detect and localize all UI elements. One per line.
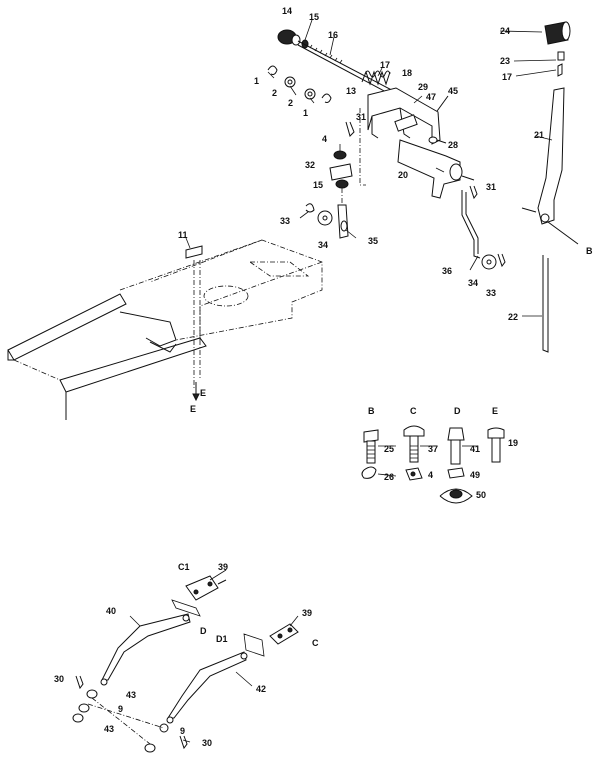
label-40: 40 bbox=[106, 606, 116, 616]
label-34: 34 bbox=[468, 278, 478, 288]
label-25: 25 bbox=[384, 444, 394, 454]
label-2: 2 bbox=[272, 88, 277, 98]
label-23: 23 bbox=[500, 56, 510, 66]
label-32: 32 bbox=[305, 160, 315, 170]
leader-lines bbox=[129, 19, 557, 743]
label-18: 18 bbox=[402, 68, 412, 78]
label-21: 21 bbox=[534, 130, 544, 140]
label-17: 17 bbox=[380, 60, 390, 70]
legend-header-B: B bbox=[368, 406, 375, 416]
label-1: 1 bbox=[254, 76, 259, 86]
label-2: 2 bbox=[288, 98, 293, 108]
label-B: B bbox=[586, 246, 593, 256]
label-20: 20 bbox=[398, 170, 408, 180]
label-C1: C1 bbox=[178, 562, 190, 572]
tractor-frame bbox=[7, 239, 323, 420]
label-15: 15 bbox=[313, 180, 323, 190]
pivot-stack bbox=[305, 150, 506, 270]
label-D1: D1 bbox=[216, 634, 228, 644]
legend-header-D: D bbox=[454, 406, 461, 416]
label-31: 31 bbox=[356, 112, 366, 122]
label-17: 17 bbox=[502, 72, 512, 82]
label-43: 43 bbox=[126, 690, 136, 700]
label-30: 30 bbox=[54, 674, 64, 684]
label-C: C bbox=[312, 638, 319, 648]
bracket bbox=[345, 87, 447, 186]
hardware-legend bbox=[361, 425, 505, 504]
label-9: 9 bbox=[180, 726, 185, 736]
label-39: 39 bbox=[218, 562, 228, 572]
shift-lever bbox=[521, 21, 579, 353]
label-4: 4 bbox=[428, 470, 433, 480]
label-9: 9 bbox=[118, 704, 123, 714]
legend-header-E: E bbox=[492, 406, 498, 416]
label-33: 33 bbox=[486, 288, 496, 298]
label-E: E bbox=[190, 404, 196, 414]
shift-linkage bbox=[397, 139, 481, 259]
label-D: D bbox=[200, 626, 207, 636]
label-26: 26 bbox=[384, 472, 394, 482]
part-labels: 14 15 16 17 18 1 2 2 1 13 29 47 45 31 28… bbox=[54, 6, 593, 748]
label-45: 45 bbox=[448, 86, 458, 96]
label-15: 15 bbox=[309, 12, 319, 22]
label-28: 28 bbox=[448, 140, 458, 150]
label-49: 49 bbox=[470, 470, 480, 480]
label-29: 29 bbox=[418, 82, 428, 92]
label-42: 42 bbox=[256, 684, 266, 694]
label-14: 14 bbox=[282, 6, 292, 16]
label-24: 24 bbox=[500, 26, 510, 36]
label-31: 31 bbox=[486, 182, 496, 192]
label-16: 16 bbox=[328, 30, 338, 40]
label-47: 47 bbox=[426, 92, 436, 102]
label-19: 19 bbox=[508, 438, 518, 448]
label-E: E bbox=[200, 388, 206, 398]
label-34: 34 bbox=[318, 240, 328, 250]
label-35: 35 bbox=[368, 236, 378, 246]
label-50: 50 bbox=[476, 490, 486, 500]
label-41: 41 bbox=[470, 444, 480, 454]
lower-linkage bbox=[72, 575, 299, 753]
label-43: 43 bbox=[104, 724, 114, 734]
label-37: 37 bbox=[428, 444, 438, 454]
legend-header-C: C bbox=[410, 406, 417, 416]
label-4: 4 bbox=[322, 134, 327, 144]
label-36: 36 bbox=[442, 266, 452, 276]
label-30: 30 bbox=[202, 738, 212, 748]
label-22: 22 bbox=[508, 312, 518, 322]
label-39: 39 bbox=[302, 608, 312, 618]
label-33: 33 bbox=[280, 216, 290, 226]
label-1: 1 bbox=[303, 108, 308, 118]
label-13: 13 bbox=[346, 86, 356, 96]
label-11: 11 bbox=[178, 230, 188, 240]
